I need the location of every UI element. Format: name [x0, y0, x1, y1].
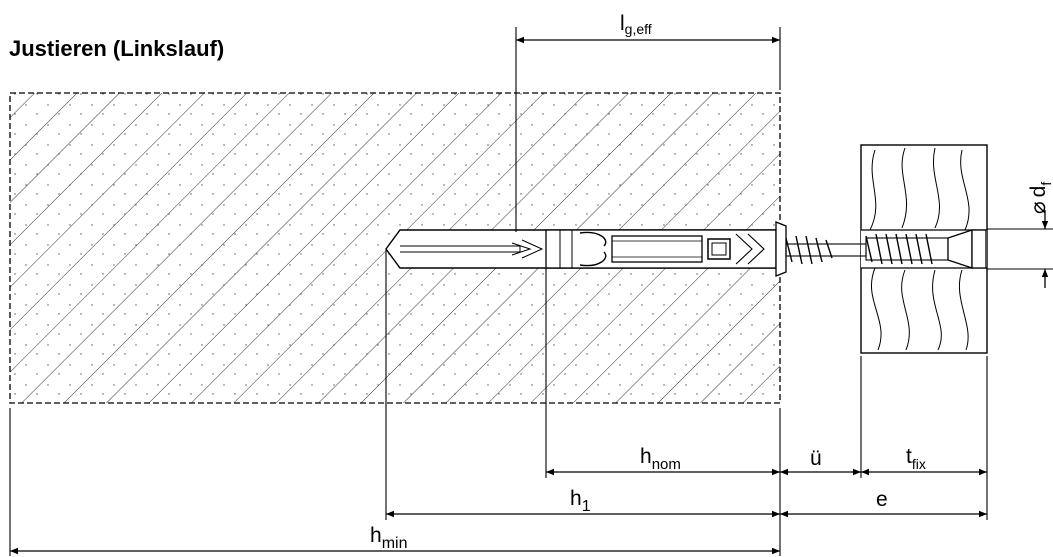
label-u: ü — [810, 447, 822, 470]
label-l-geff: lg,eff — [620, 12, 652, 37]
label-h-min: hmin — [370, 524, 407, 552]
label-e: e — [876, 488, 888, 511]
label-t-fix: tfix — [906, 445, 926, 472]
dimension-lines — [10, 36, 1049, 555]
screw — [400, 229, 987, 269]
label-h1: h1 — [570, 487, 591, 515]
diagram-title: Justieren (Linkslauf) — [9, 36, 225, 61]
dowel-sleeve — [545, 221, 787, 277]
label-h-nom: hnom — [640, 445, 681, 473]
extension-lines — [9, 27, 1053, 556]
label-d-f: ⌀df — [1027, 182, 1053, 214]
